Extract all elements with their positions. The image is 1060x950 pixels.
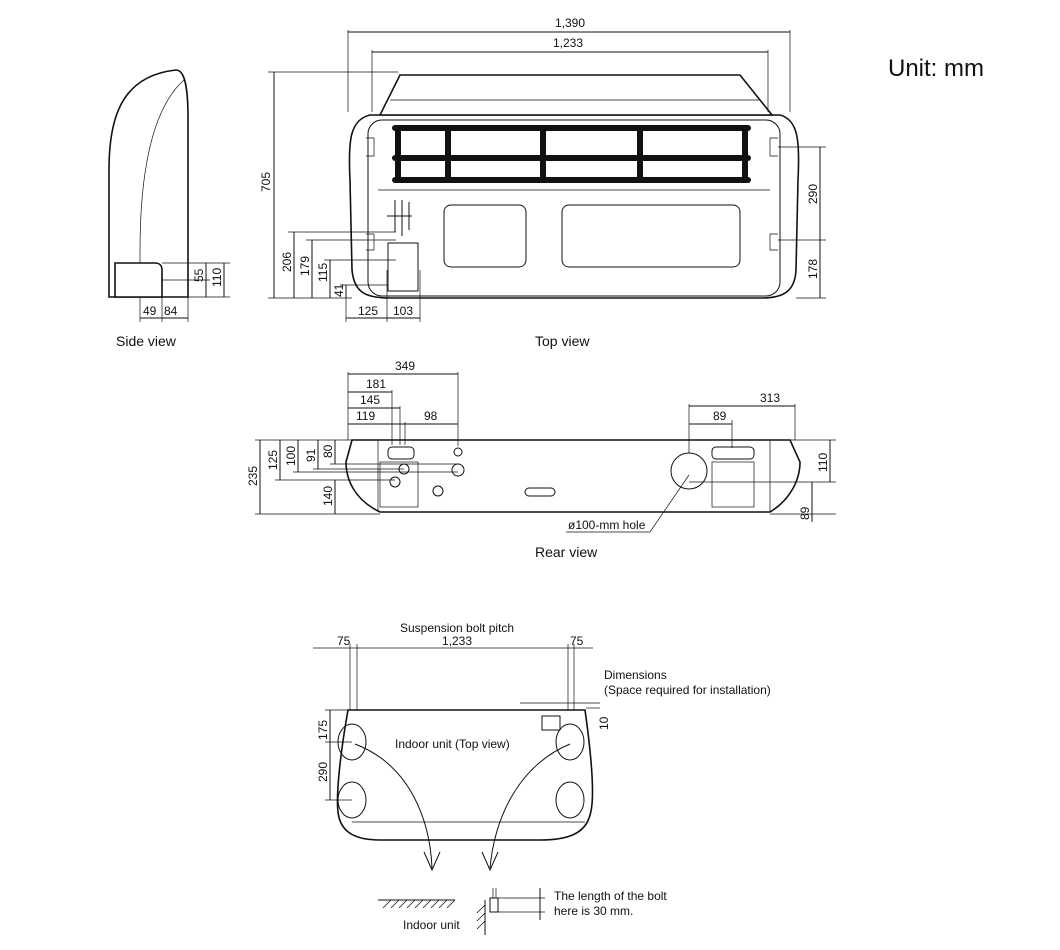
rear-dim-181: 181: [366, 377, 386, 391]
rear-view-caption: Rear view: [535, 544, 598, 560]
top-view-opening-left: [443, 204, 527, 268]
top-dim-41: 41: [332, 283, 346, 297]
top-dim-206: 206: [280, 252, 294, 272]
top-dim-125: 125: [358, 304, 378, 318]
top-view-inner-frame: [367, 119, 781, 297]
rear-dim-349: 349: [395, 359, 415, 373]
side-view-caption: Side view: [116, 333, 177, 349]
side-view-body: [108, 69, 189, 298]
top-view-caption: Top view: [535, 333, 590, 349]
top-dim-705: 705: [259, 172, 273, 192]
top-view-opening-right: [561, 204, 741, 268]
susp-dim-75a: 75: [337, 634, 351, 648]
top-dim-290: 290: [806, 184, 820, 204]
bolt-note-1: The length of the bolt: [554, 889, 667, 903]
top-view-body: [348, 114, 800, 299]
rear-dim-110: 110: [816, 453, 830, 472]
top-view-grille: [392, 125, 751, 183]
rear-dim-80: 80: [321, 444, 335, 458]
side-view-curve: [139, 79, 185, 297]
rear-dim-91: 91: [304, 448, 318, 462]
top-view: 1,390 1,233 705 206 179 115 41 125 103: [259, 16, 826, 349]
rear-dim-125: 125: [266, 450, 280, 470]
top-dim-178: 178: [806, 259, 820, 279]
rear-dim-98: 98: [424, 409, 438, 423]
top-view-pipe-box: [387, 242, 419, 292]
rear-dim-140: 140: [321, 486, 335, 506]
suspension-unit-label: Indoor unit (Top view): [395, 737, 510, 751]
susp-dim-75b: 75: [570, 634, 584, 648]
susp-dim-10: 10: [597, 716, 611, 730]
top-view-back-panel: [378, 74, 774, 116]
side-dim-49: 49: [143, 304, 157, 318]
arrow-right: [489, 743, 571, 869]
susp-dim-1233: 1,233: [442, 634, 472, 648]
top-dim-115: 115: [316, 263, 330, 282]
bolt-note-2: here is 30 mm.: [554, 904, 633, 918]
top-dim-179: 179: [298, 256, 312, 276]
rear-dim-145: 145: [360, 393, 380, 407]
side-dim-110: 110: [210, 268, 224, 287]
rear-dim-313: 313: [760, 391, 780, 405]
rear-dim-119: 119: [356, 409, 375, 423]
rear-hole-label: ø100-mm hole: [568, 518, 646, 532]
rear-dim-89a: 89: [713, 409, 727, 423]
rear-dim-100: 100: [284, 446, 298, 466]
side-view-foot: [114, 262, 163, 298]
susp-dim-290: 290: [316, 762, 330, 782]
arrow-left: [354, 743, 433, 869]
rear-dim-89b: 89: [798, 506, 812, 520]
side-dim-84: 84: [164, 304, 178, 318]
top-dim-1390: 1,390: [555, 16, 585, 30]
susp-dim-175: 175: [316, 720, 330, 740]
top-dim-1233: 1,233: [553, 36, 583, 50]
top-view-pipes: [387, 200, 412, 236]
rear-view-body: [345, 439, 801, 513]
unit-label: Unit: mm: [888, 55, 984, 82]
indoor-unit-label: Indoor unit: [403, 918, 460, 932]
bolt-hanger-3: [555, 723, 585, 761]
dimensions-label-2: (Space required for installation): [604, 683, 771, 697]
rear-dim-235: 235: [246, 466, 260, 486]
suspension-title: Suspension bolt pitch: [400, 621, 514, 635]
suspension-view: Suspension bolt pitch 75 1,233 75 Dimens…: [313, 621, 771, 935]
rear-view: 349 181 145 119 98 313 89 235 125 100 91…: [246, 359, 836, 560]
top-dim-103: 103: [393, 304, 413, 318]
side-view: 49 84 55 110 Side view: [108, 69, 230, 349]
suspension-unit-body: [336, 709, 594, 841]
bolt-hanger-4: [555, 781, 585, 819]
dimensions-label-1: Dimensions: [604, 668, 667, 682]
side-dim-55: 55: [192, 268, 206, 282]
